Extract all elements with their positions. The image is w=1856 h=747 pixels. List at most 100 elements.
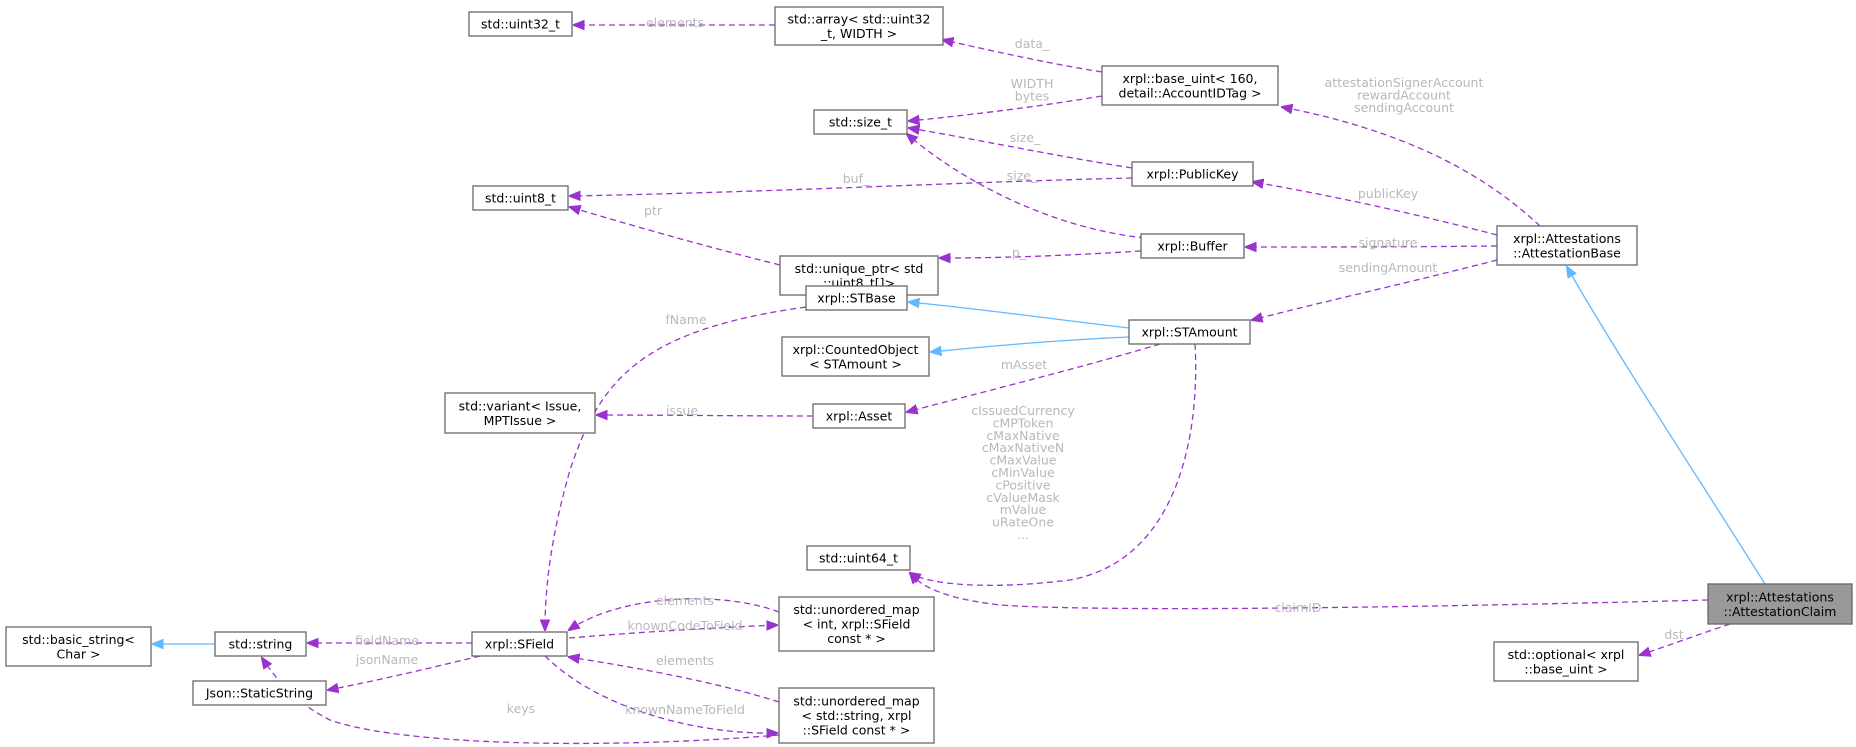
node-label: std::basic_string<Char > bbox=[22, 632, 135, 662]
node-label: xrpl::Attestations::AttestationBase bbox=[1513, 231, 1621, 261]
edge-label-jsonname: jsonName bbox=[355, 652, 419, 667]
node-stbase[interactable]: xrpl::STBase bbox=[805, 285, 908, 311]
edge-label-claimid: claimID bbox=[1275, 600, 1322, 615]
node-label: std::optional< xrpl::base_uint > bbox=[1508, 647, 1625, 677]
edge-attclaim-to-uint64 bbox=[910, 573, 1709, 610]
node-box bbox=[214, 631, 307, 657]
node-box bbox=[1140, 233, 1245, 259]
edge-sfield-to-umap2 bbox=[544, 655, 777, 733]
edge-line bbox=[909, 302, 1130, 329]
node-box bbox=[1493, 641, 1639, 682]
edge-label-elements-umap1: elements bbox=[656, 593, 714, 608]
edge-label-elements-umap2: elements bbox=[656, 653, 714, 668]
node-box bbox=[774, 6, 944, 46]
node-label: std::uint64_t bbox=[819, 551, 898, 566]
node-publickey[interactable]: xrpl::PublicKey bbox=[1131, 161, 1254, 187]
node-stamount[interactable]: xrpl::STAmount bbox=[1128, 319, 1251, 345]
edge-buffer-to-uniqueptr bbox=[940, 250, 1142, 258]
edge-line bbox=[597, 415, 814, 416]
edge-line bbox=[569, 598, 780, 630]
edge-line bbox=[909, 128, 1133, 169]
edge-baseuint-to-sizet bbox=[909, 95, 1103, 121]
node-box bbox=[813, 109, 908, 135]
node-array[interactable]: std::array< std::uint32_t, WIDTH > bbox=[774, 6, 944, 46]
node-label: std::array< std::uint32_t, WIDTH > bbox=[788, 11, 931, 41]
node-label: xrpl::Attestations::AttestationClaim bbox=[1724, 589, 1837, 619]
node-counted[interactable]: xrpl::CountedObject< STAmount > bbox=[781, 336, 930, 377]
node-box bbox=[1707, 583, 1853, 625]
node-label: xrpl::base_uint< 160,detail::AccountIDTa… bbox=[1119, 71, 1262, 101]
edge-label-fieldname: fieldName bbox=[355, 633, 419, 648]
node-box bbox=[781, 336, 930, 377]
edge-label-signature: signature bbox=[1359, 235, 1418, 250]
node-uint8[interactable]: std::uint8_t bbox=[472, 185, 569, 211]
edge-line bbox=[907, 134, 1146, 239]
node-label: xrpl::Buffer bbox=[1157, 239, 1228, 254]
node-box bbox=[1128, 319, 1251, 345]
edge-stamount-to-asset bbox=[907, 343, 1161, 412]
node-box bbox=[5, 626, 152, 667]
edge-label-sendingamount: sendingAmount bbox=[1339, 260, 1438, 275]
node-label: xrpl::STBase bbox=[817, 291, 896, 306]
node-baseuint[interactable]: xrpl::base_uint< 160,detail::AccountIDTa… bbox=[1101, 65, 1279, 106]
node-optional[interactable]: std::optional< xrpl::base_uint > bbox=[1493, 641, 1639, 682]
edge-label-elements-uint32: elements bbox=[646, 15, 704, 30]
node-label: xrpl::CountedObject< STAmount > bbox=[793, 342, 919, 372]
edge-line bbox=[1253, 182, 1498, 236]
edge-umap2-to-sfield bbox=[569, 657, 780, 703]
edge-line bbox=[931, 336, 1130, 352]
edge-stamount-to-uint64 bbox=[910, 343, 1197, 586]
node-box bbox=[471, 631, 568, 657]
edge-label-keys: keys bbox=[507, 701, 535, 716]
edge-attclaim-to-optional bbox=[1640, 623, 1731, 655]
node-box bbox=[1496, 225, 1638, 266]
edge-line bbox=[1567, 267, 1766, 585]
edge-label-fname: fName bbox=[665, 312, 707, 327]
node-attbase[interactable]: xrpl::Attestations::AttestationBase bbox=[1496, 225, 1638, 266]
edge-uniqueptr-to-uint8 bbox=[570, 207, 781, 266]
edge-umap2-to-string bbox=[262, 658, 780, 745]
node-uint32[interactable]: std::uint32_t bbox=[468, 11, 573, 37]
edge-line bbox=[569, 657, 780, 703]
edge-line bbox=[910, 573, 1709, 610]
edge-stamount-to-counted bbox=[931, 336, 1130, 352]
node-box bbox=[812, 403, 906, 429]
edge-line bbox=[545, 306, 807, 630]
edge-publickey-to-sizet bbox=[909, 128, 1133, 169]
edge-label-issue: issue bbox=[666, 403, 698, 418]
node-staticstring[interactable]: Json::StaticString bbox=[192, 680, 327, 706]
node-variant[interactable]: std::variant< Issue,MPTIssue > bbox=[444, 392, 596, 434]
edge-label-masset: mAsset bbox=[1001, 357, 1047, 372]
node-label: Json::StaticString bbox=[205, 686, 313, 701]
node-label: xrpl::STAmount bbox=[1141, 325, 1237, 340]
node-label: xrpl::SField bbox=[485, 637, 554, 652]
node-box bbox=[805, 285, 908, 311]
edge-label-ptr: ptr bbox=[644, 203, 663, 218]
edge-attbase-to-buffer bbox=[1246, 246, 1498, 247]
node-label: std::string bbox=[229, 637, 293, 652]
node-attclaim: xrpl::Attestations::AttestationClaim bbox=[1707, 583, 1853, 625]
node-basicstring[interactable]: std::basic_string<Char > bbox=[5, 626, 152, 667]
edge-line bbox=[1246, 246, 1498, 247]
edge-label-knownname: knownNameToField bbox=[625, 702, 745, 717]
node-box bbox=[778, 687, 935, 744]
node-umap2[interactable]: std::unordered_map< std::string, xrpl::S… bbox=[778, 687, 935, 744]
node-sfield[interactable]: xrpl::SField bbox=[471, 631, 568, 657]
edge-line bbox=[940, 250, 1142, 258]
node-uint64[interactable]: std::uint64_t bbox=[806, 545, 911, 571]
node-buffer[interactable]: xrpl::Buffer bbox=[1140, 233, 1245, 259]
node-box bbox=[778, 596, 935, 652]
edge-line bbox=[910, 343, 1197, 586]
edge-label-buf: buf_ bbox=[843, 171, 870, 186]
node-asset[interactable]: xrpl::Asset bbox=[812, 403, 906, 429]
edge-umap1-to-sfield bbox=[569, 598, 780, 630]
node-sizet[interactable]: std::size_t bbox=[813, 109, 908, 135]
node-string[interactable]: std::string bbox=[214, 631, 307, 657]
node-label: std::unordered_map< std::string, xrpl::S… bbox=[793, 694, 919, 738]
